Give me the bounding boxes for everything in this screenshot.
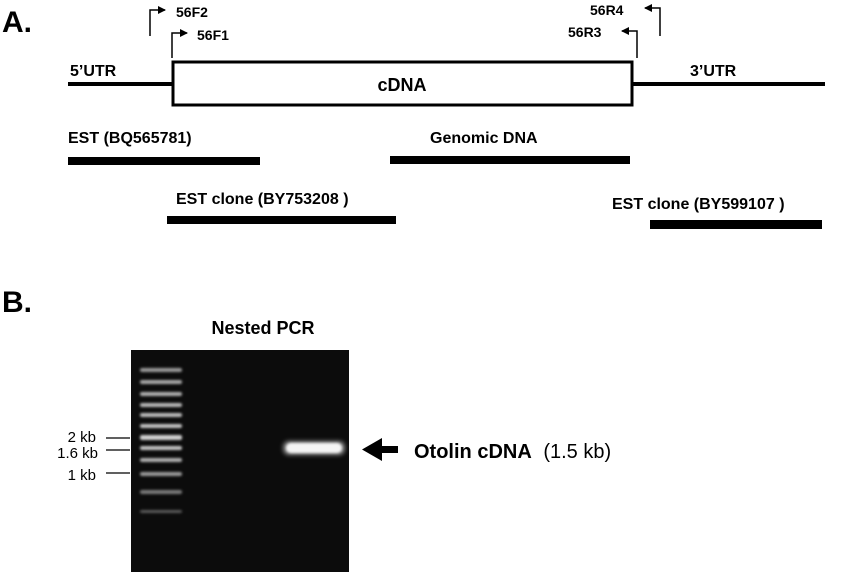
est-clone-by753208-label: EST clone (BY753208 ) [176, 191, 349, 208]
genomic-dna-label: Genomic DNA [430, 130, 538, 147]
band-label-size: (1.5 kb) [543, 441, 611, 463]
panel-b-label: B. [2, 286, 32, 319]
band-label: Otolin cDNA (1.5 kb) [414, 441, 611, 463]
est-clone-by599107-bar [650, 220, 822, 229]
panel-a-label: A. [2, 6, 32, 39]
marker-label-2kb: 2 kb [68, 429, 96, 446]
primer-56r4-label: 56R4 [590, 2, 624, 18]
est-bq565781-bar [68, 157, 260, 165]
ladder-lane [140, 368, 182, 513]
primer-56f1-label: 56F1 [197, 27, 229, 43]
cdna-box [171, 60, 634, 107]
primer-56r3-arrow [621, 27, 638, 58]
otolin-cdna-band [283, 441, 345, 455]
primer-56f2-label: 56F2 [176, 4, 208, 20]
marker-label-1-6kb: 1.6 kb [57, 445, 98, 462]
primer-56f1-arrow [171, 29, 188, 58]
utr5-label: 5’UTR [70, 63, 117, 80]
primer-56r3-label: 56R3 [568, 24, 602, 40]
band-label-name: Otolin cDNA [414, 441, 532, 463]
primer-56r4-arrow [644, 4, 661, 36]
band-arrow [362, 438, 398, 461]
gel-title: Nested PCR [211, 318, 314, 338]
utr3-label: 3’UTR [690, 63, 737, 80]
primer-56f2-arrow [149, 6, 166, 36]
est-clone-by753208-bar [167, 216, 396, 224]
cdna-label: cDNA [377, 75, 426, 95]
marker-label-1kb: 1 kb [68, 467, 96, 484]
est-clone-by599107-label: EST clone (BY599107 ) [612, 196, 785, 213]
genomic-dna-bar [390, 156, 630, 164]
est-bq565781-label: EST (BQ565781) [68, 130, 192, 147]
